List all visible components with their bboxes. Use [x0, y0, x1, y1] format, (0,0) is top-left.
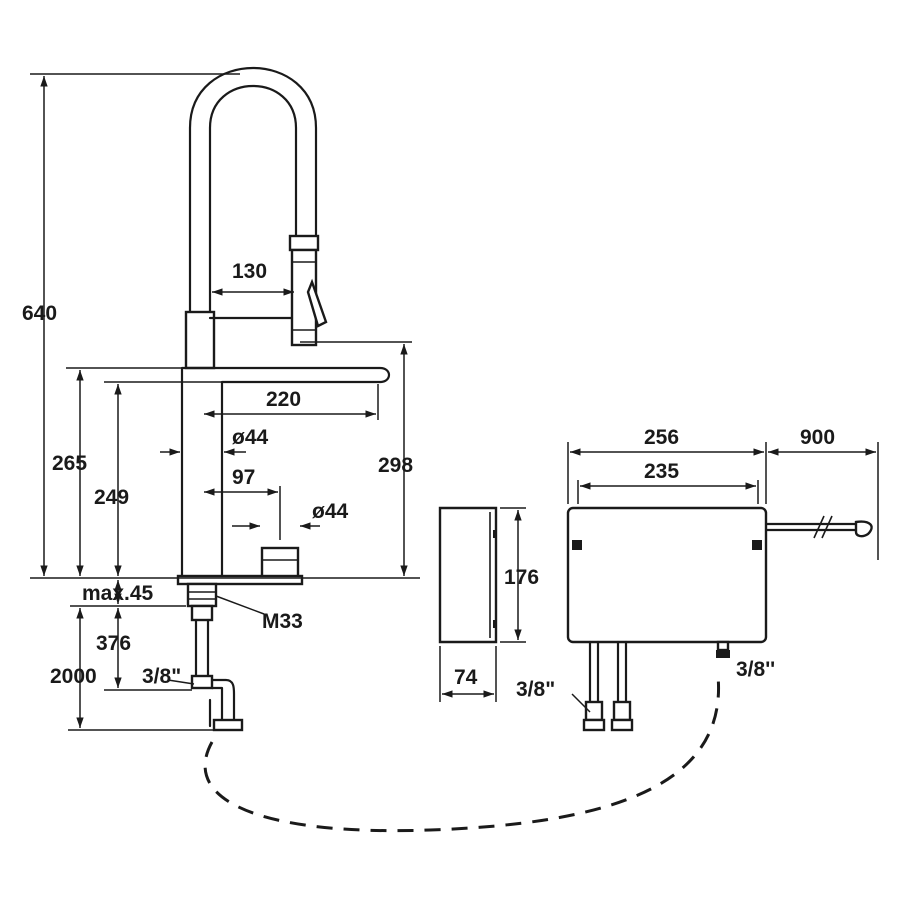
spray-head: [288, 234, 328, 347]
connecting-hose-dashed: [203, 675, 720, 833]
faucet-body: [180, 366, 391, 580]
faucet-labels: 640 130 220 265 249 298 ø44 97 ø44 max.4…: [22, 260, 413, 688]
dim-298: 298: [378, 454, 413, 477]
dim-connection-heater-left: 3/8": [516, 678, 555, 701]
dim-900: 900: [800, 426, 835, 449]
faucet-dimensions: [30, 73, 420, 731]
faucet-drawing: [176, 67, 391, 732]
dim-176: 176: [504, 566, 539, 589]
dim-249: 249: [94, 486, 129, 509]
heater-front-view: [566, 442, 879, 732]
heater-side-view: [438, 506, 526, 702]
dim-2000: 2000: [50, 665, 97, 688]
lever-handle: [260, 546, 300, 580]
dim-97: 97: [232, 466, 255, 489]
dim-640: 640: [22, 302, 57, 325]
dim-diameter-body: ø44: [232, 426, 269, 449]
deck-plate: [176, 574, 304, 586]
heater-pipes: [582, 640, 730, 732]
dim-max45: max.45: [82, 582, 154, 605]
faucet-gooseneck: [188, 67, 318, 314]
dim-74: 74: [454, 666, 478, 689]
dim-256: 256: [644, 426, 679, 449]
mounting-thread: [186, 582, 218, 622]
faucet-collar: [184, 310, 216, 370]
heater-side-labels: 176 74: [454, 566, 539, 689]
dim-220: 220: [266, 388, 301, 411]
dim-235: 235: [644, 460, 679, 483]
dim-connection-heater-right: 3/8'': [736, 658, 775, 681]
dim-diameter-lever: ø44: [312, 500, 349, 523]
supply-hoses: [190, 618, 244, 732]
dim-265: 265: [52, 452, 87, 475]
heater-front-labels: 256 235 900 3/8" 3/8'': [516, 426, 835, 701]
dim-m33: M33: [262, 610, 303, 633]
dim-376: 376: [96, 632, 131, 655]
dim-connection-faucet: 3/8": [142, 665, 181, 688]
dim-130: 130: [232, 260, 267, 283]
